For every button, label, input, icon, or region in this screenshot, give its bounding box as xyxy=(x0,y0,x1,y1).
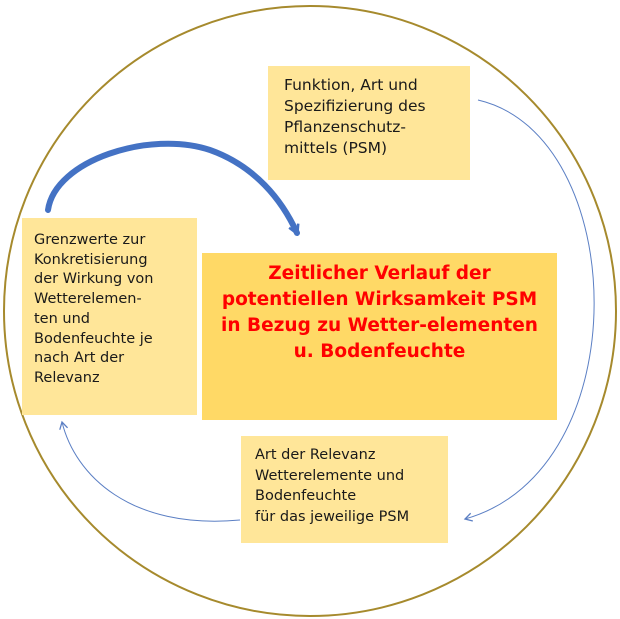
relevance-box: Art der Relevanz Wetterelemente und Bode… xyxy=(241,436,448,543)
pesticide-function-box: Funktion, Art und Spezifizierung des Pfl… xyxy=(268,66,470,180)
arrow-pesticide-to-relevance xyxy=(463,99,595,522)
thresholds-box: Grenzwerte zur Konkretisierung der Wirku… xyxy=(22,218,197,415)
outer-cycle-circle xyxy=(3,5,617,617)
arrow-relevance-to-thresholds xyxy=(59,420,241,522)
arrow-thresholds-to-central xyxy=(45,140,300,233)
central-efficacy-box: Zeitlicher Verlauf der potentiellen Wirk… xyxy=(202,253,557,420)
